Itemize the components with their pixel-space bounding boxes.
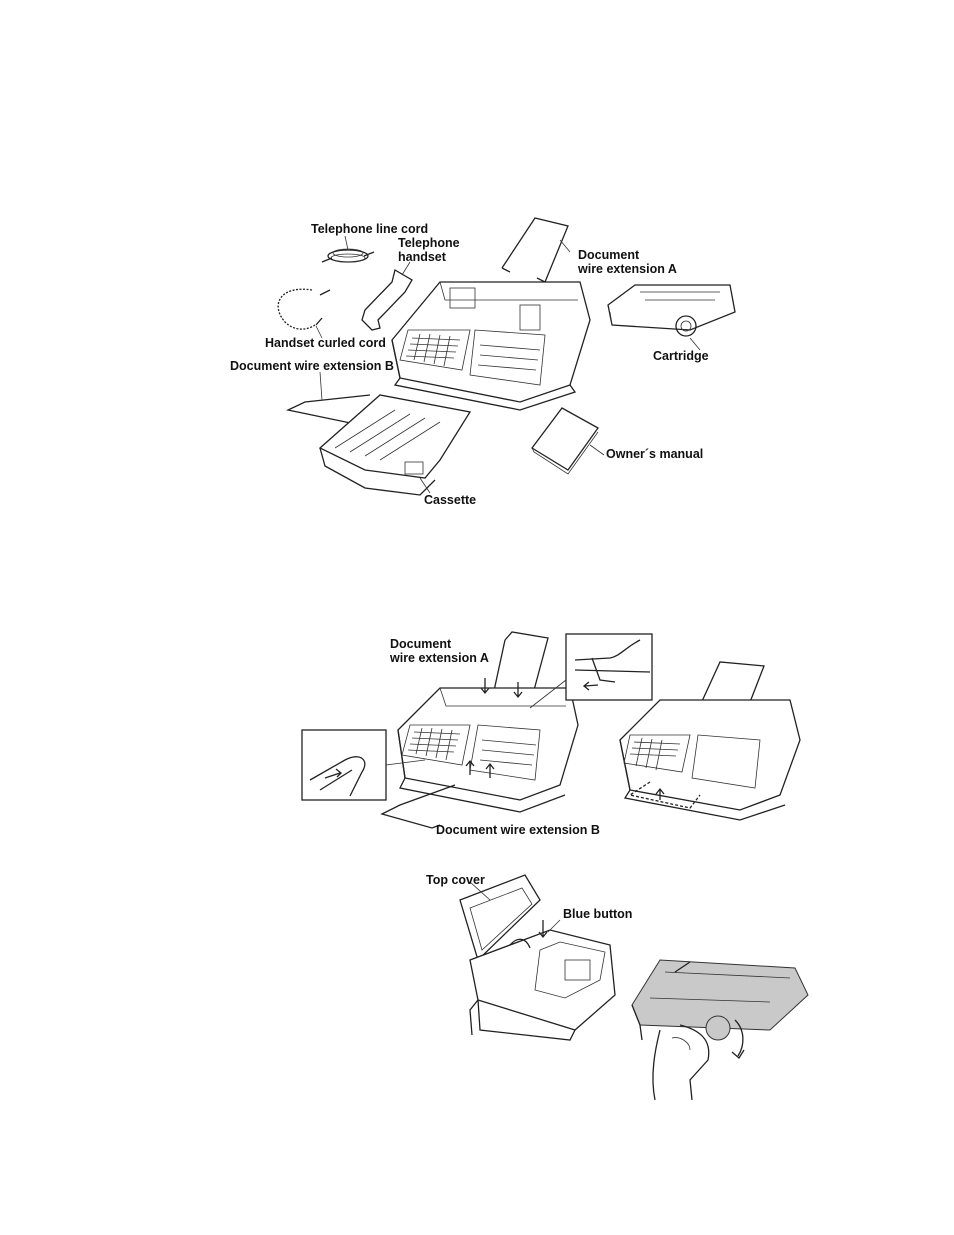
- document-wire-extension-a-drawing: [502, 218, 570, 282]
- label-handset-curled-cord: Handset curled cord: [265, 336, 386, 350]
- fax-open-cover-drawing: [460, 875, 615, 1040]
- telephone-handset-drawing: [362, 262, 412, 330]
- label-owners-manual: Owner´s manual: [606, 447, 703, 461]
- package-contents-illustration: [0, 0, 954, 560]
- cartridge-with-hand-drawing: [632, 960, 808, 1100]
- label-document-wire-extension-b: Document wire extension B: [230, 359, 394, 373]
- cassette-drawing: [320, 395, 470, 495]
- label-document-wire-extension-b: Document wire extension B: [436, 823, 600, 837]
- telephone-line-cord-drawing: [322, 236, 374, 262]
- label-telephone-handset: Telephone handset: [398, 236, 460, 264]
- label-top-cover: Top cover: [426, 873, 485, 887]
- figure-package-contents: Telephone line cord Telephone handset Do…: [0, 0, 954, 560]
- label-document-wire-extension-a: Document wire extension A: [390, 637, 489, 665]
- handset-curled-cord-drawing: [278, 289, 330, 338]
- label-telephone-line-cord: Telephone line cord: [311, 222, 428, 236]
- cartridge-drawing: [608, 285, 735, 350]
- owners-manual-drawing: [532, 408, 604, 474]
- figure-wire-extension-install: Document wire extension A Document wire …: [0, 600, 954, 850]
- label-document-wire-extension-a: Document wire extension A: [578, 248, 677, 276]
- label-cartridge: Cartridge: [653, 349, 709, 363]
- top-cover-cartridge-illustration: [0, 860, 954, 1110]
- figure-top-cover-cartridge: Top cover Blue button: [0, 860, 954, 1110]
- label-cassette: Cassette: [424, 493, 476, 507]
- label-blue-button: Blue button: [563, 907, 632, 921]
- fax-machine-drawing: [392, 282, 590, 410]
